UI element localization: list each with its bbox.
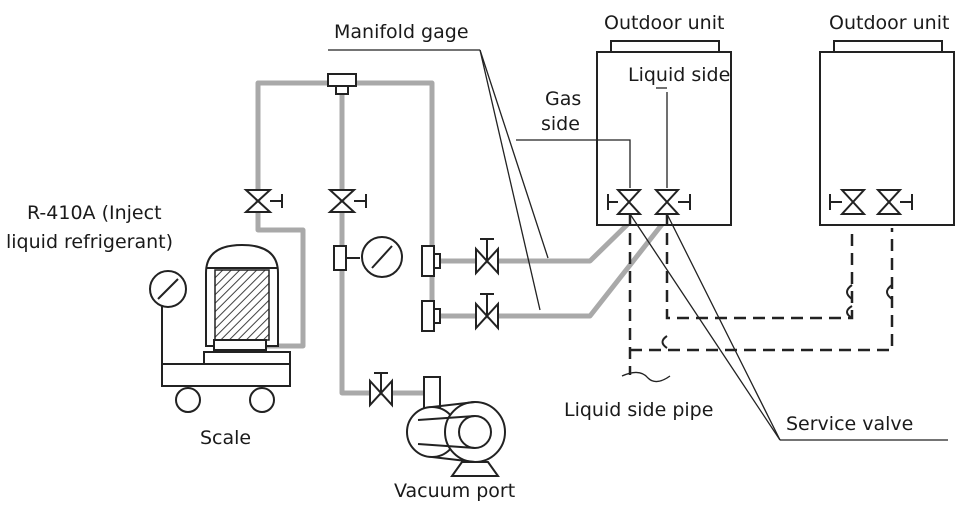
vacuum-pump bbox=[406, 376, 506, 477]
manifold-ports bbox=[333, 245, 441, 332]
scale bbox=[161, 306, 291, 413]
label-refrigerant-line1: R-410A (Inject bbox=[27, 202, 162, 224]
label-gas-side-line1: Gas bbox=[545, 88, 581, 110]
tee-fitting bbox=[327, 73, 357, 95]
charging-hose-valve[interactable] bbox=[243, 189, 283, 213]
label-outdoor-unit-2: Outdoor unit bbox=[829, 12, 949, 34]
label-refrigerant-line2: liquid refrigerant) bbox=[6, 231, 173, 253]
manifold-center-valve[interactable] bbox=[327, 189, 367, 213]
label-scale: Scale bbox=[200, 427, 251, 449]
service-valve-gas-1[interactable] bbox=[607, 189, 643, 215]
service-valve-liquid-1[interactable] bbox=[653, 189, 691, 215]
service-valve-gas-2 bbox=[829, 189, 867, 215]
service-valve-liquid-2 bbox=[875, 189, 913, 215]
label-liquid-side-pipe: Liquid side pipe bbox=[564, 399, 713, 421]
vacuum-line-valve[interactable] bbox=[369, 372, 393, 408]
manifold-low-valve[interactable] bbox=[475, 293, 499, 331]
label-vacuum-port: Vacuum port bbox=[394, 480, 515, 502]
manifold-pressure-gauge bbox=[346, 236, 403, 278]
label-manifold-gage: Manifold gage bbox=[334, 21, 469, 43]
scale-gauge bbox=[149, 270, 187, 308]
label-liquid-side: Liquid side bbox=[628, 64, 730, 86]
manifold-high-valve[interactable] bbox=[475, 238, 499, 276]
leader-lines bbox=[328, 49, 948, 441]
label-gas-side-line2: side bbox=[541, 113, 580, 135]
refrigerant-cylinder bbox=[205, 243, 279, 351]
field-piping bbox=[621, 214, 894, 383]
label-service-valve: Service valve bbox=[786, 413, 913, 435]
label-outdoor-unit-1: Outdoor unit bbox=[604, 12, 724, 34]
